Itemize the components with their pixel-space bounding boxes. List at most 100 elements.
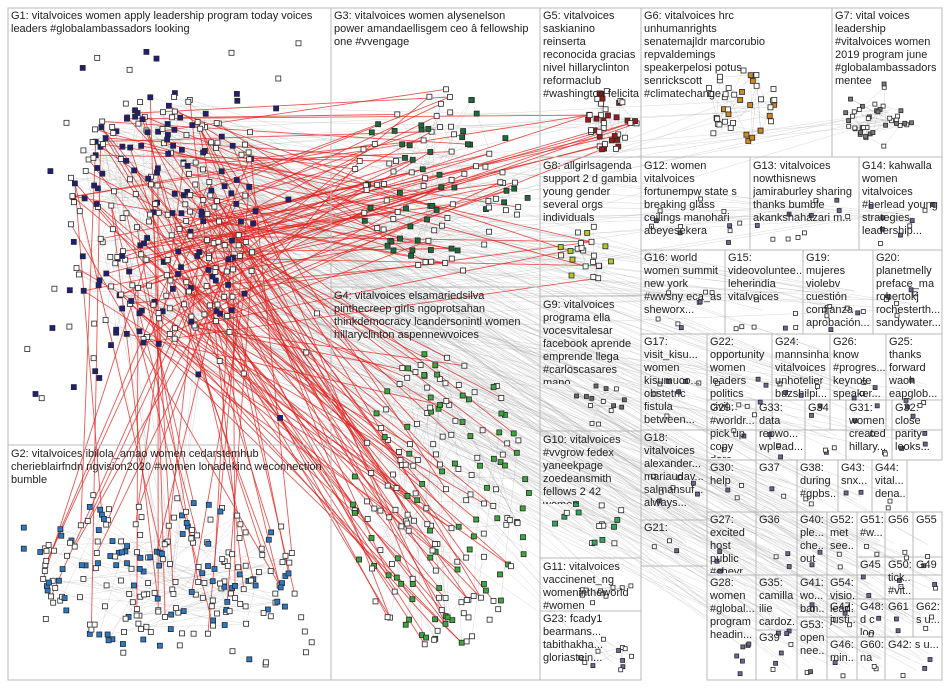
node-g3[interactable] (483, 164, 488, 169)
node-g1[interactable] (236, 243, 241, 248)
node-g4[interactable] (456, 467, 461, 472)
node-g1[interactable] (139, 308, 144, 313)
node-g1[interactable] (197, 250, 202, 255)
node-g1[interactable] (217, 219, 222, 224)
node-g8[interactable] (569, 273, 574, 278)
node-g3[interactable] (425, 217, 430, 222)
node-g4[interactable] (432, 542, 437, 547)
node-g4[interactable] (491, 456, 496, 461)
node-g4[interactable] (471, 534, 476, 539)
node-g51[interactable] (865, 544, 869, 548)
node-g53[interactable] (809, 670, 813, 674)
node-g1[interactable] (225, 314, 230, 319)
node-g4[interactable] (460, 420, 465, 425)
node-g2[interactable] (206, 541, 211, 546)
node-g1[interactable] (67, 324, 72, 329)
node-g4[interactable] (399, 524, 404, 529)
node-g3[interactable] (503, 208, 508, 213)
node-g1[interactable] (137, 329, 142, 334)
node-g7[interactable] (850, 114, 854, 118)
node-g1[interactable] (136, 285, 141, 290)
node-g1[interactable] (214, 309, 219, 314)
node-g4[interactable] (444, 399, 449, 404)
node-g1[interactable] (95, 55, 100, 60)
node-g2[interactable] (78, 523, 83, 528)
node-g3[interactable] (398, 236, 403, 241)
node-g1[interactable] (209, 188, 214, 193)
node-g1[interactable] (167, 331, 172, 336)
node-g5[interactable] (622, 135, 627, 140)
node-g2[interactable] (138, 555, 143, 560)
node-g2[interactable] (212, 567, 217, 572)
node-g1[interactable] (243, 240, 248, 245)
node-g4[interactable] (415, 458, 420, 463)
node-g2[interactable] (51, 548, 56, 553)
node-g4[interactable] (384, 407, 389, 412)
node-g1[interactable] (128, 145, 133, 150)
node-g4[interactable] (435, 628, 440, 633)
node-g4[interactable] (372, 506, 377, 511)
node-g4[interactable] (433, 617, 438, 622)
node-g1[interactable] (164, 293, 169, 298)
node-g2[interactable] (64, 608, 69, 613)
node-g3[interactable] (407, 143, 412, 148)
node-g1[interactable] (71, 200, 76, 205)
node-g1[interactable] (176, 272, 181, 277)
node-g2[interactable] (58, 527, 63, 532)
node-g44[interactable] (886, 506, 890, 510)
node-g2[interactable] (206, 564, 211, 569)
node-g2[interactable] (166, 523, 171, 528)
node-g4[interactable] (455, 559, 460, 564)
node-g21[interactable] (652, 545, 656, 549)
node-g1[interactable] (118, 157, 123, 162)
node-g2[interactable] (286, 571, 291, 576)
node-g2[interactable] (168, 562, 173, 567)
node-g4[interactable] (413, 491, 418, 496)
node-g2[interactable] (210, 598, 215, 603)
node-g1[interactable] (120, 254, 125, 259)
node-g28[interactable] (740, 659, 744, 663)
node-g1[interactable] (155, 183, 160, 188)
node-g1[interactable] (243, 142, 248, 147)
node-g8[interactable] (578, 241, 583, 246)
node-g4[interactable] (466, 615, 471, 620)
node-g4[interactable] (405, 375, 410, 380)
node-g2[interactable] (159, 551, 164, 556)
node-g1[interactable] (82, 196, 87, 201)
node-g5[interactable] (603, 107, 608, 112)
node-g3[interactable] (512, 186, 517, 191)
node-g1[interactable] (226, 257, 231, 262)
node-g1[interactable] (224, 269, 229, 274)
node-g7[interactable] (871, 131, 875, 135)
node-g1[interactable] (200, 167, 205, 172)
node-g60[interactable] (872, 664, 876, 668)
node-g1[interactable] (93, 127, 98, 132)
node-g1[interactable] (196, 372, 201, 377)
node-g2[interactable] (119, 539, 124, 544)
node-g7[interactable] (888, 116, 892, 120)
node-g7[interactable] (884, 123, 888, 127)
node-g4[interactable] (445, 355, 450, 360)
node-g2[interactable] (172, 515, 177, 520)
node-g8[interactable] (603, 244, 608, 249)
node-g1[interactable] (124, 116, 129, 121)
node-g4[interactable] (405, 493, 410, 498)
node-g3[interactable] (391, 248, 396, 253)
node-g3[interactable] (432, 228, 437, 233)
node-g21[interactable] (667, 539, 671, 543)
node-g2[interactable] (269, 530, 274, 535)
node-g1[interactable] (71, 239, 76, 244)
node-g1[interactable] (128, 177, 133, 182)
node-g2[interactable] (214, 611, 219, 616)
node-g2[interactable] (189, 528, 194, 533)
node-g2[interactable] (53, 586, 58, 591)
node-g8[interactable] (596, 276, 601, 281)
node-g2[interactable] (174, 606, 179, 611)
node-g39[interactable] (771, 667, 775, 671)
node-g2[interactable] (113, 554, 118, 559)
node-g7[interactable] (899, 109, 903, 113)
node-g2[interactable] (118, 578, 123, 583)
node-g1[interactable] (304, 350, 309, 355)
node-g4[interactable] (408, 442, 413, 447)
node-g3[interactable] (391, 217, 396, 222)
